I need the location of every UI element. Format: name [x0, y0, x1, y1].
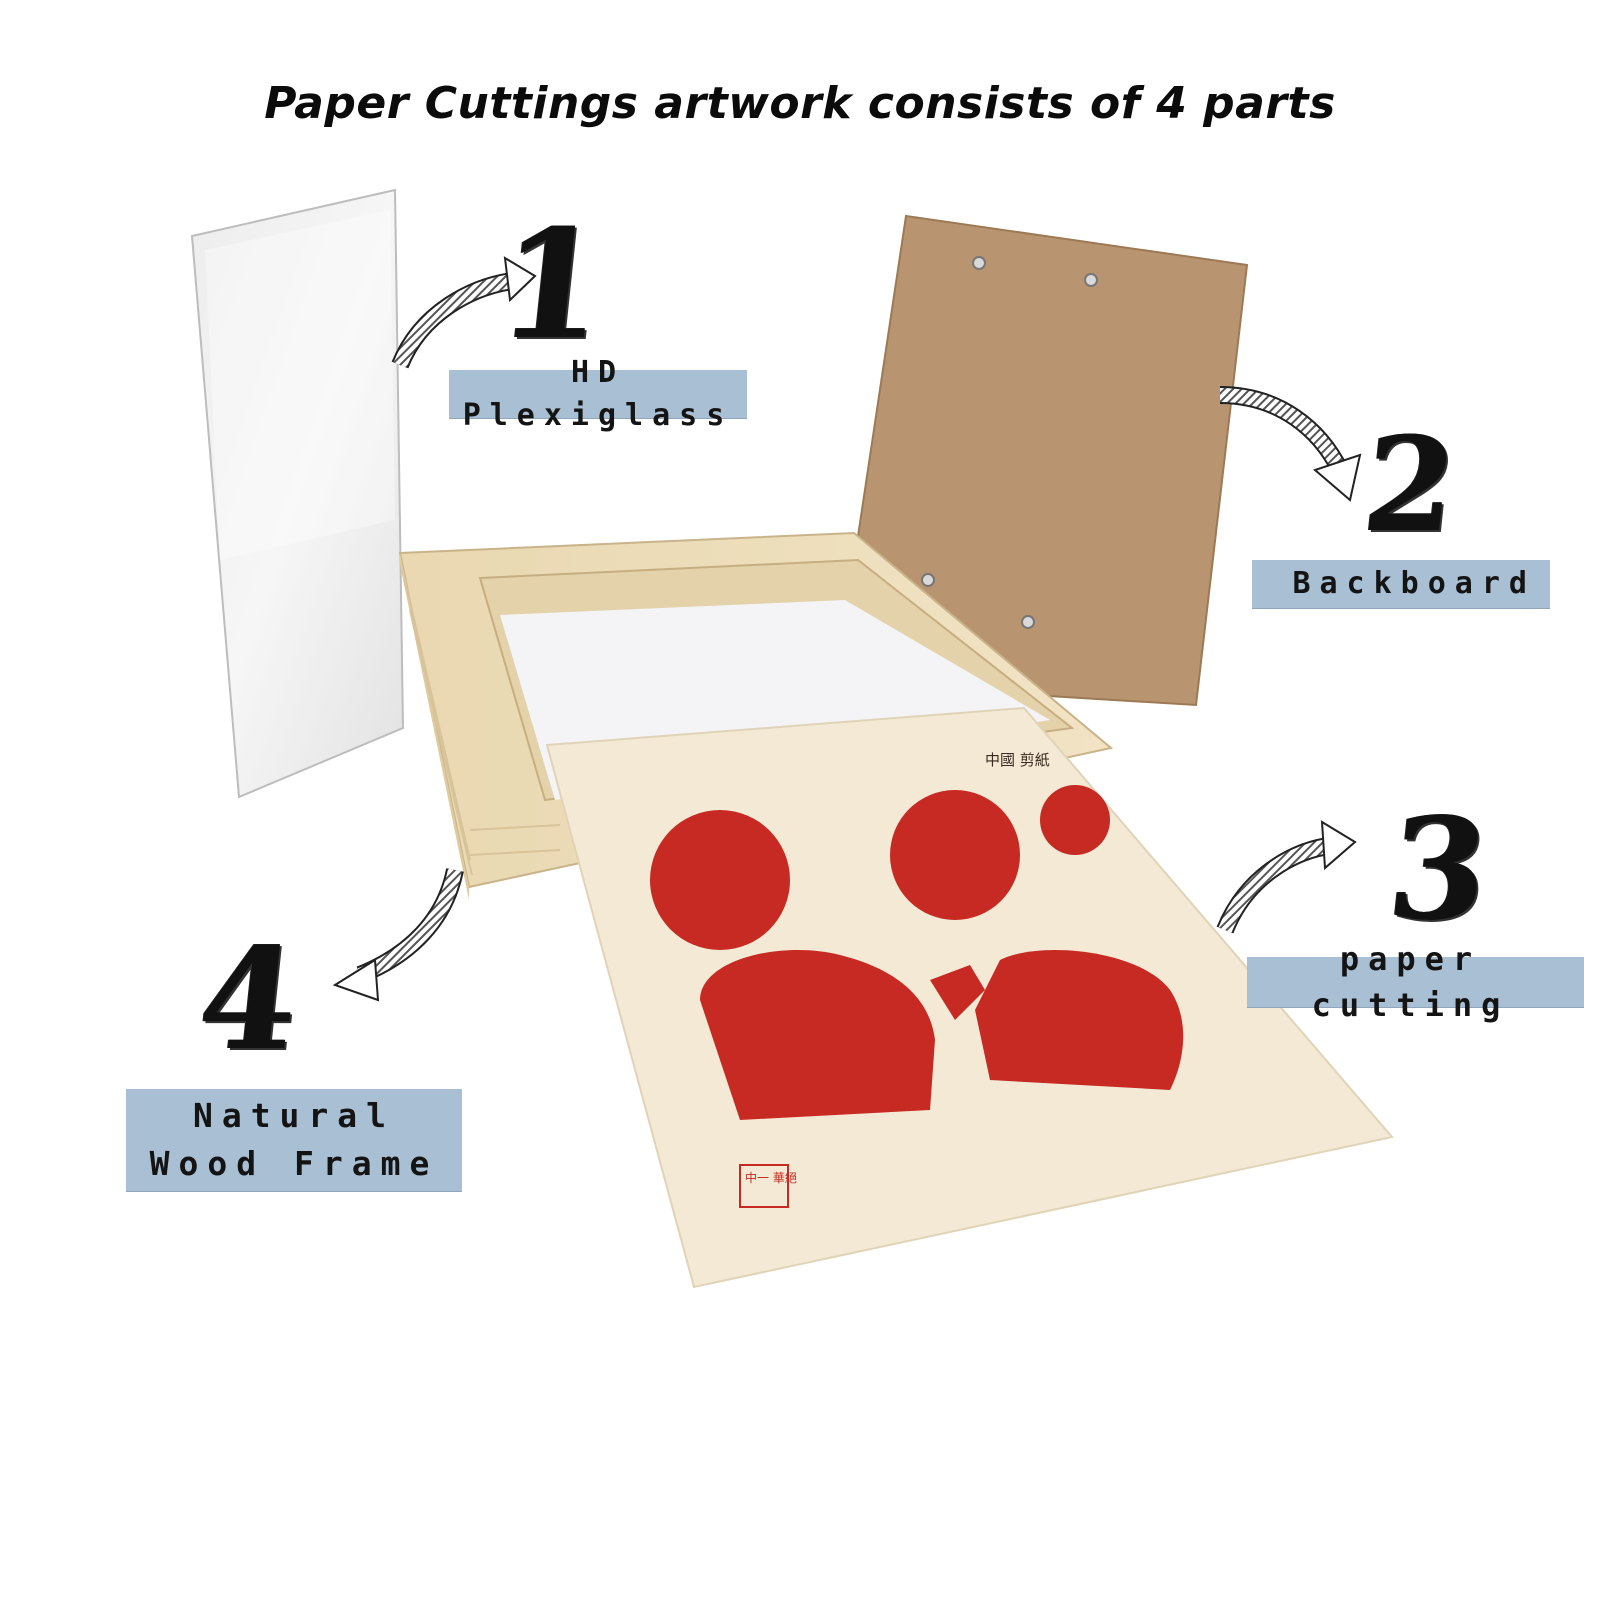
label-wood-frame: Natural Wood Frame — [126, 1089, 462, 1191]
svg-text:中一 華絕: 中一 華絕 — [745, 1170, 797, 1185]
backboard-clip — [972, 256, 986, 270]
backboard — [834, 214, 1249, 707]
arrow-icon — [332, 868, 464, 1002]
part-number-2: 2 — [1357, 408, 1464, 561]
seal-stamp: 中一 華絕 — [739, 1164, 797, 1208]
backboard-clip — [921, 573, 935, 587]
arrow-icon — [1219, 386, 1362, 502]
paper-cutting-print: 中國 剪紙 中一 華絕 — [545, 706, 1394, 1289]
page-title: Paper Cuttings artwork consists of 4 par… — [264, 78, 1336, 129]
arrow-icon — [391, 256, 537, 369]
print-header: 中國 剪紙 — [985, 751, 1050, 769]
label-plexiglass: HD Plexiglass — [449, 355, 747, 433]
arrow-icon — [1216, 820, 1357, 934]
part-number-3: 3 — [1381, 788, 1497, 952]
backboard-clip — [1084, 273, 1098, 287]
plexiglass-sheet — [190, 188, 405, 799]
part-number-4: 4 — [191, 918, 307, 1082]
backboard-clip — [1021, 615, 1035, 629]
label-paper-cutting: paper cutting — [1247, 940, 1584, 1024]
label-backboard: Backboard — [1252, 560, 1550, 608]
part-number-1: 1 — [490, 197, 614, 373]
red-cutting-figures — [650, 785, 1184, 1120]
